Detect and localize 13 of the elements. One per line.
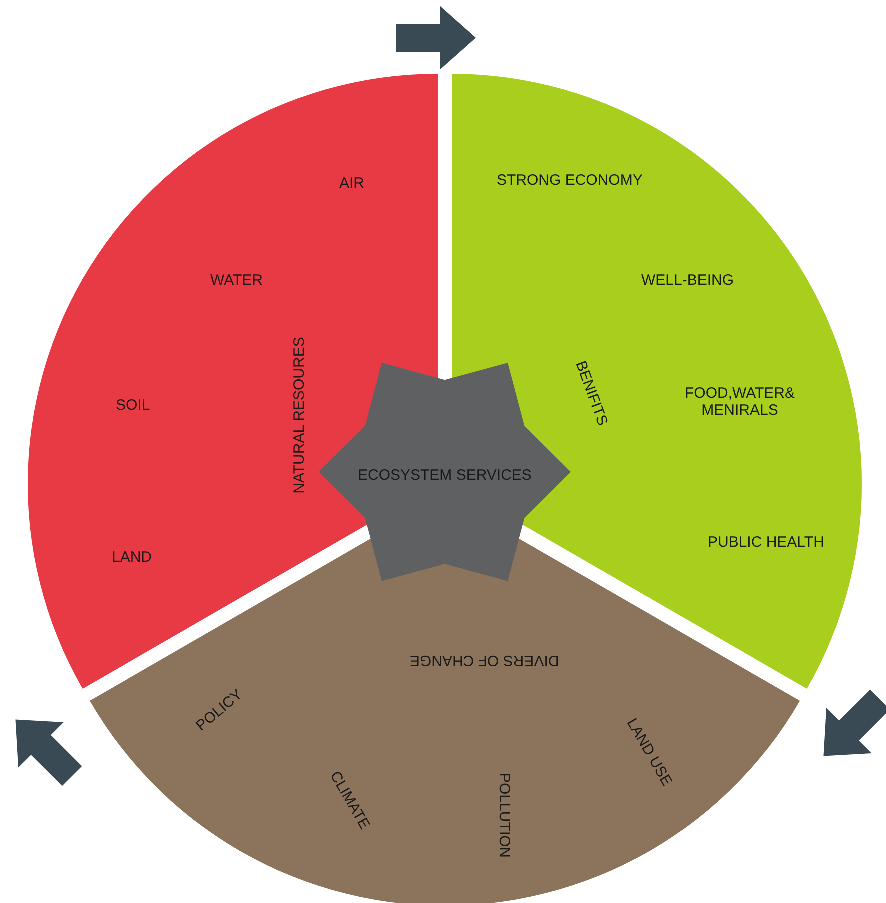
sector-item: WATER xyxy=(210,272,263,288)
sector-item: PUBLIC HEALTH xyxy=(708,534,824,550)
sector-item: STRONG ECONOMY xyxy=(496,172,643,188)
sector-item: AIR xyxy=(339,174,364,192)
sector-item: FOOD,WATER& MENIRALS xyxy=(684,385,796,419)
sector-item: WELL-BEING xyxy=(641,272,734,288)
sector-heading: DIVERS OF CHANGE xyxy=(410,652,560,668)
star-label: ECOSYSTEM SERVICES xyxy=(358,467,532,484)
sector-heading: NATURAL RESOURES xyxy=(291,336,308,494)
sector-item: SOIL xyxy=(116,396,150,414)
star-shape xyxy=(319,362,571,582)
sector-item: POLLUTION xyxy=(496,772,514,858)
sector-item: LAND xyxy=(112,548,152,566)
